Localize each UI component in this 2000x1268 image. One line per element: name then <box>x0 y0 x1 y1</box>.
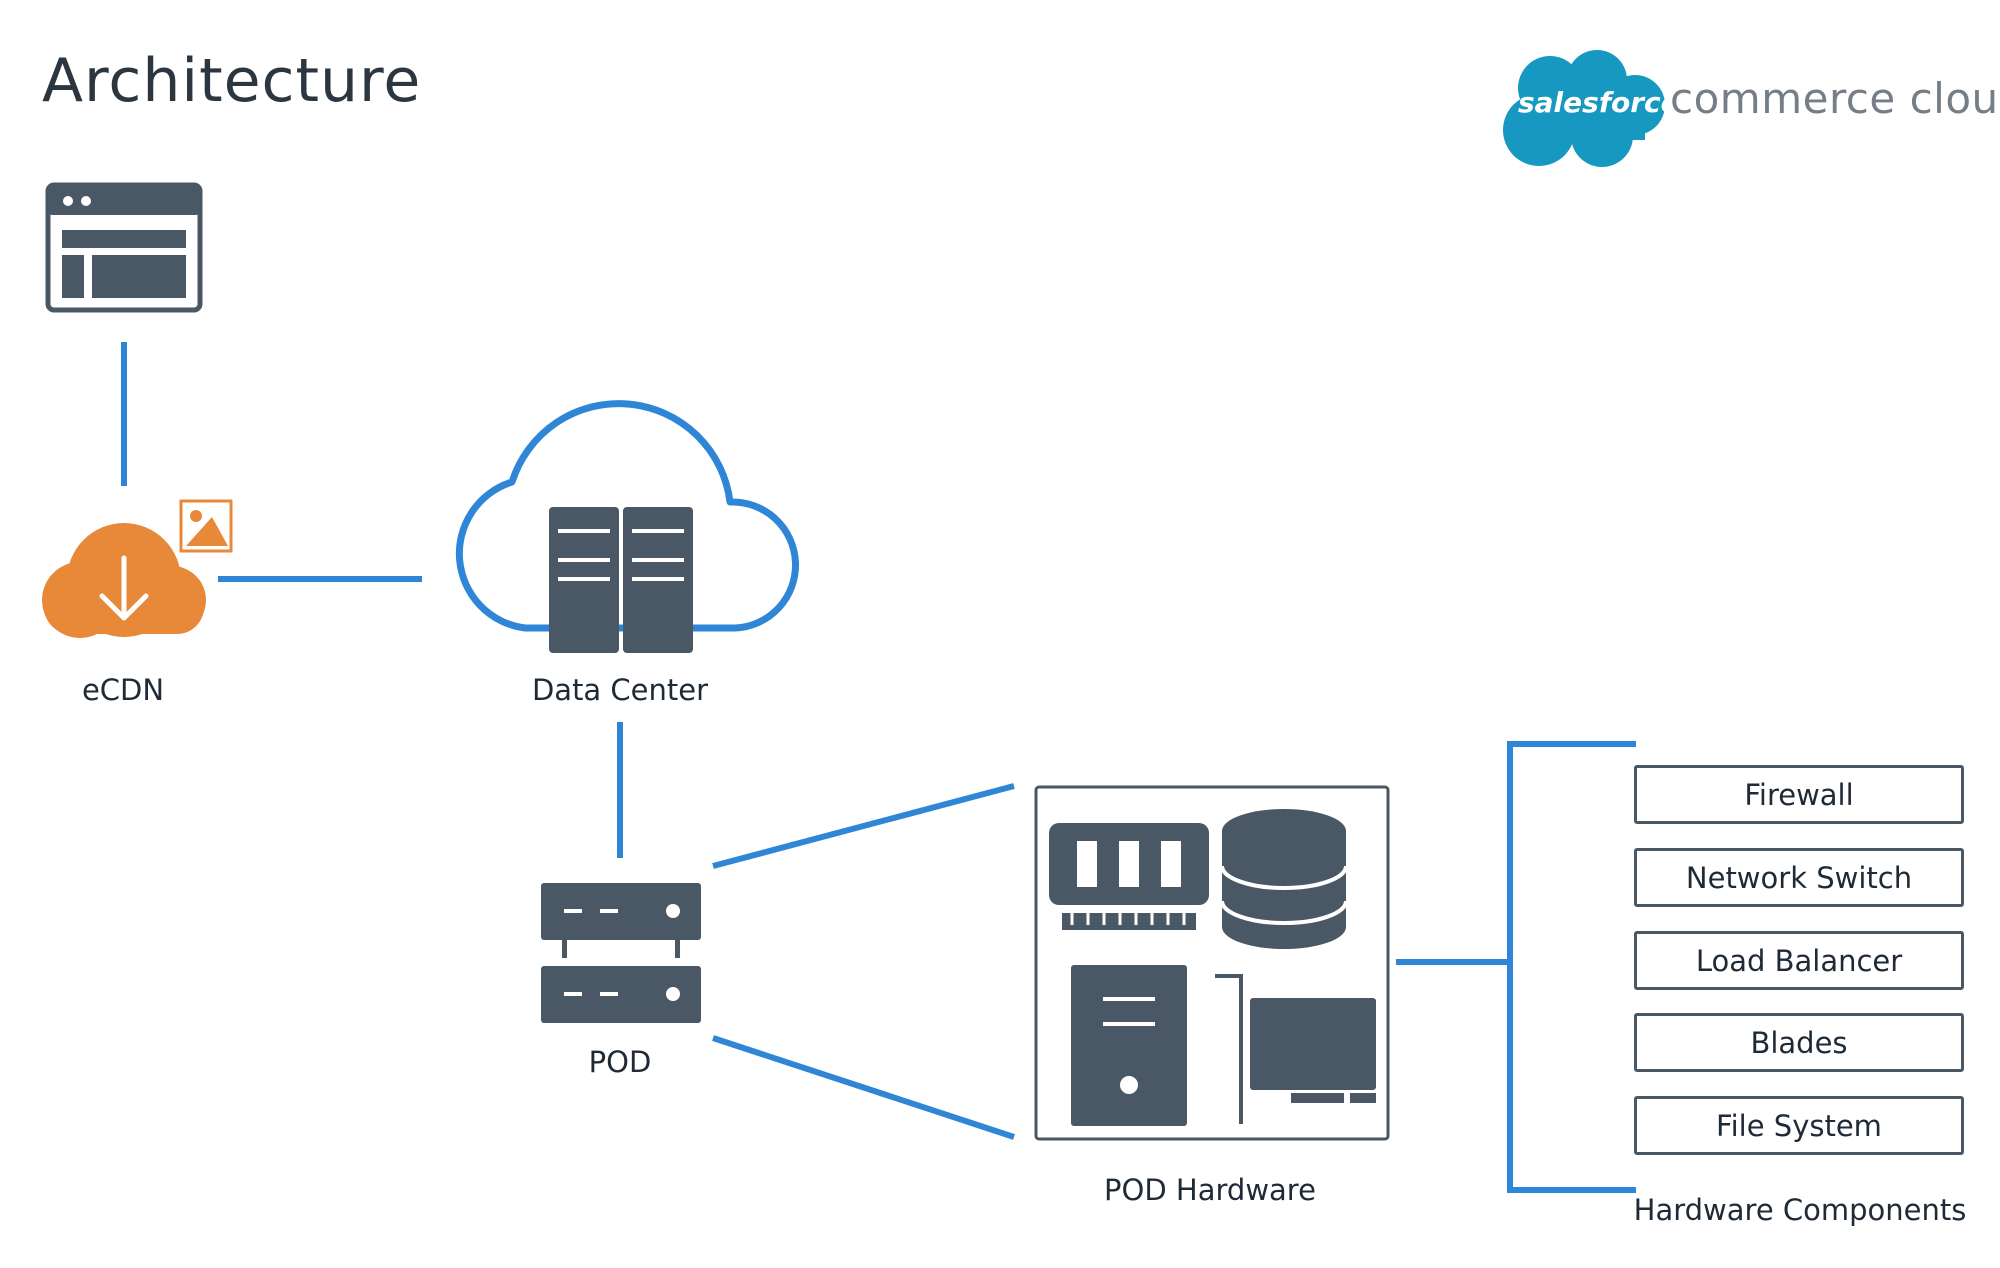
connector-pod-hardware-bottom <box>712 1035 1015 1140</box>
ecdn-label: eCDN <box>81 673 165 707</box>
image-icon <box>179 499 233 553</box>
component-network-switch: Network Switch <box>1634 848 1964 907</box>
component-load-balancer: Load Balancer <box>1634 931 1964 990</box>
database-icon <box>1220 809 1348 949</box>
monitor-icon <box>1215 974 1376 1124</box>
pod-hardware-label: POD Hardware <box>1104 1173 1316 1207</box>
server-rack-icon <box>541 883 701 1023</box>
component-blades: Blades <box>1634 1013 1964 1072</box>
component-firewall: Firewall <box>1634 765 1964 824</box>
cloud-server-icon <box>455 400 799 653</box>
pod-label: POD <box>588 1045 652 1079</box>
cloud-download-icon <box>42 523 206 638</box>
data-center-label: Data Center <box>531 673 709 707</box>
ram-icon <box>1049 823 1209 930</box>
hardware-components-label: Hardware Components <box>1633 1193 1967 1227</box>
salesforce-logo <box>1503 50 1665 167</box>
connectors <box>121 342 1636 1193</box>
components-bracket <box>1507 741 1636 1193</box>
page-title: Architecture <box>42 46 422 116</box>
tower-pc-icon <box>1071 965 1187 1126</box>
connector-pod-hardware-top <box>712 783 1015 869</box>
component-file-system: File System <box>1634 1096 1964 1155</box>
salesforce-wordmark: salesforce <box>1518 86 1680 119</box>
salesforce-cloud-icon <box>1503 50 1665 167</box>
commerce-cloud-wordmark: commerce cloud <box>1670 74 2000 123</box>
browser-window-icon <box>45 182 203 313</box>
